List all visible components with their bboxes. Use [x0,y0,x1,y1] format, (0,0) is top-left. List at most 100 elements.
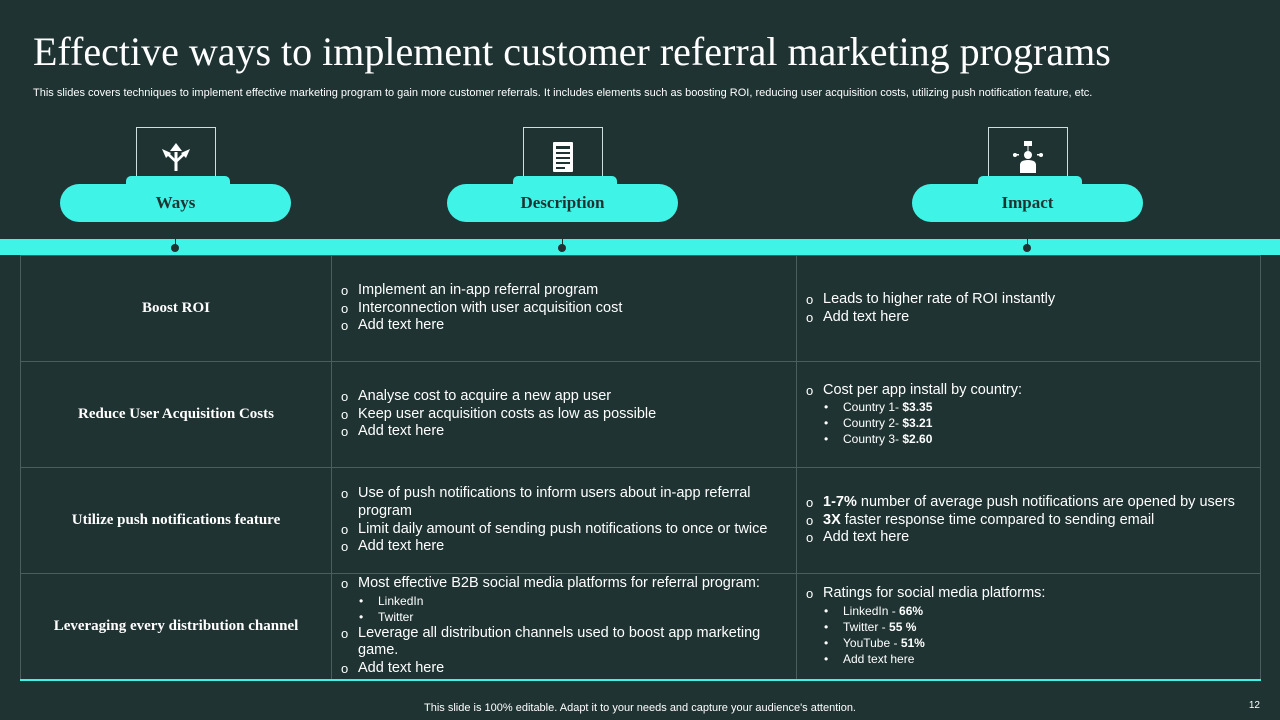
impact-item-text: Ratings for social media platforms: [823,585,1045,603]
connector-dot-ways [171,244,179,252]
impact-subitem-value: 51% [900,636,925,651]
dot-bullet-icon: • [824,416,829,431]
description-item-content: Add text here [358,538,445,555]
way-cell: Leveraging every distribution channel [20,573,332,681]
description-item-content: Leverage all distribution channels used … [358,624,761,659]
impact-subitem-label: Country 2- [843,416,903,431]
connector-dot-impact [1023,244,1031,252]
impact-icon-box [988,127,1068,179]
impact-subitem-label: Add text here [843,652,915,667]
impact-item-text: 3X faster response time compared to send… [823,512,1154,530]
description-item-text: Use of push notifications to inform user… [358,485,786,520]
impact-subitem-text: Twitter - 55 % [843,619,916,635]
impact-item-content: faster response time compared to sending… [840,511,1155,528]
impact-item: o Add text here [806,529,1250,547]
description-item-content: Implement an in-app referral program [358,282,599,299]
impact-sublist: • LinkedIn - 66% • Twitter - 55 % • YouTube -… [806,603,1250,667]
description-item-content: Keep user acquisition costs as low as po… [358,405,657,422]
header-label-ways: Ways [155,193,196,212]
impact-item: o Cost per app install by country: [806,382,1250,400]
header-label-description: Description [520,193,605,212]
description-item-text: Interconnection with user acquisition co… [358,300,622,318]
description-item-content: Use of push notifications to inform user… [358,485,751,519]
impact-cell: o Cost per app install by country: • Countr… [796,361,1261,468]
header-pill-ways: Ways [60,184,291,222]
description-cell: o Use of push notifications to inform use… [331,467,797,574]
circle-bullet-icon: o [341,625,349,641]
impact-subitem-value: $2.60 [902,432,933,447]
description-item-text: Add text here [358,660,444,678]
description-item-text: Limit daily amount of sending push notif… [358,521,767,539]
impact-subitem-label: Country 1- [843,400,903,415]
dot-bullet-icon: • [824,604,829,619]
page-number: 12 [1248,700,1260,711]
description-item: o Add text here [341,538,786,556]
description-item: o Interconnection with user acquisition c… [341,300,786,318]
description-item: o Add text here [341,660,786,678]
impact-item-content: Leads to higher rate of ROI instantly [823,290,1056,307]
impact-subitem: • YouTube - 51% [824,635,1250,651]
circle-bullet-icon: o [341,424,349,440]
dot-bullet-icon: • [824,432,829,447]
ways-icon-box [136,127,216,179]
impact-subitem-text: YouTube - 51% [843,635,925,651]
circle-bullet-icon: o [341,300,349,316]
header-pill-description: Description [447,184,678,222]
description-sublist: •LinkedIn•Twitter [341,593,786,625]
description-tab [513,176,617,185]
dot-bullet-icon: • [824,400,829,415]
circle-bullet-icon: o [341,660,349,676]
impact-item-highlight: 3X [823,511,841,528]
impact-item-text: Add text here [823,309,909,327]
header-pill-impact: Impact [912,184,1143,222]
impact-item-highlight: 1-7% [823,494,857,511]
impact-subitem-label: Twitter - [843,620,890,635]
circle-bullet-icon: o [806,382,814,398]
dot-bullet-icon: • [824,620,829,635]
circle-bullet-icon: o [341,406,349,422]
impact-item-content: Add text here [823,529,910,546]
impact-subitem-value: 66% [899,604,924,619]
dot-bullet-icon: • [824,636,829,651]
description-subitem: •Twitter [359,609,786,625]
impact-item-content: Ratings for social media platforms: [823,585,1046,602]
impact-subitem-text: Add text here [843,651,914,667]
description-item-content: Add text here [358,423,445,440]
impact-subitem: • LinkedIn - 66% [824,603,1250,619]
impact-sublist: • Country 1- $3.35 • Country 2- $3.21 • Count… [806,399,1250,447]
connector-dot-description [558,244,566,252]
circle-bullet-icon: o [806,530,814,546]
description-item-text: Add text here [358,423,444,441]
impact-item-content: Cost per app install by country: [823,381,1023,398]
impact-subitem-value: $3.21 [902,416,933,431]
impact-subitem-text: Country 1- $3.35 [843,399,932,415]
impact-subitem-text: LinkedIn - 66% [843,603,923,619]
way-cell: Utilize push notifications feature [20,467,332,574]
header-label-impact: Impact [1001,193,1054,212]
connector-line-impact [1027,239,1028,248]
connector-line-ways [175,239,176,248]
impact-subitem: •Add text here [824,651,1250,667]
description-icon-box [523,127,603,179]
impact-item-text: Leads to higher rate of ROI instantly [823,291,1055,309]
description-item-content: Analyse cost to acquire a new app user [358,388,612,405]
circle-bullet-icon: o [341,539,349,555]
